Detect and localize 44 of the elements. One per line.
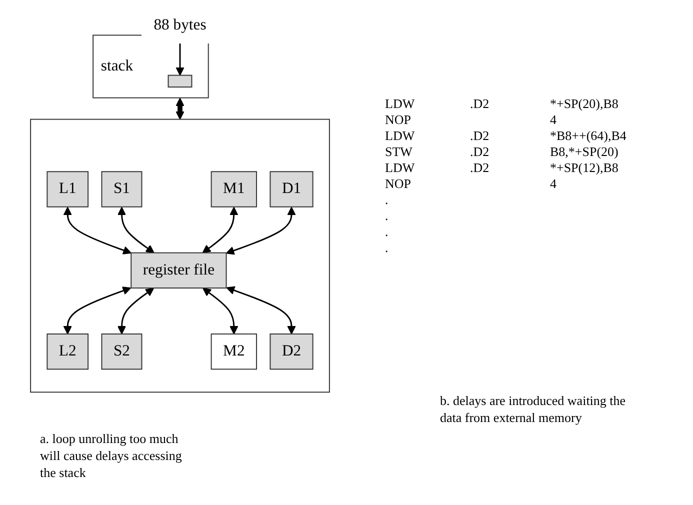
code-text: . [385,240,388,256]
code-text: .D2 [470,160,490,176]
arrow [202,206,238,254]
code-text: 4 [550,112,556,128]
code-text: LDW [385,96,415,112]
code-text: .D2 [470,128,490,144]
node-box: L1 [46,171,89,208]
node-box [168,74,192,88]
cluster [30,118,330,393]
code-text: . [385,224,388,240]
node-box: M2 [210,334,257,370]
code-text: STW [385,144,412,160]
code-text: NOP [385,112,412,128]
caption-text: a. loop unrolling too much will cause delays accessing the stack [40,430,183,481]
node-box: S1 [101,171,142,208]
code-text: LDW [385,160,415,176]
arrow [117,206,154,254]
node-box: register file [130,252,227,288]
node-box: L2 [46,334,89,370]
code-text: .D2 [470,144,490,160]
arrow [226,286,296,334]
node-box: M1 [210,171,257,208]
arrow [63,286,132,334]
node-box: D1 [270,171,314,208]
code-text: .D2 [470,96,490,112]
code-text: *+SP(12),B8 [550,160,618,176]
code-text: 4 [550,176,556,192]
arrow [176,43,184,76]
cluster: stack [92,34,209,98]
code-text: *B8++(64),B4 [550,128,626,144]
code-text: NOP [385,176,412,192]
code-text: B8,*+SP(20) [550,144,618,160]
code-text: . [385,192,388,208]
arrow [176,98,184,120]
code-text: *+SP(20),B8 [550,96,618,112]
arrow [226,206,296,255]
node-box: S2 [101,334,142,370]
arrow [202,288,238,334]
code-text: . [385,208,388,224]
arrow [63,206,132,254]
node-box: D2 [270,334,314,370]
code-text: LDW [385,128,415,144]
arrow [117,288,154,334]
caption-text: b. delays are introduced waiting the data from external memory [440,392,627,426]
